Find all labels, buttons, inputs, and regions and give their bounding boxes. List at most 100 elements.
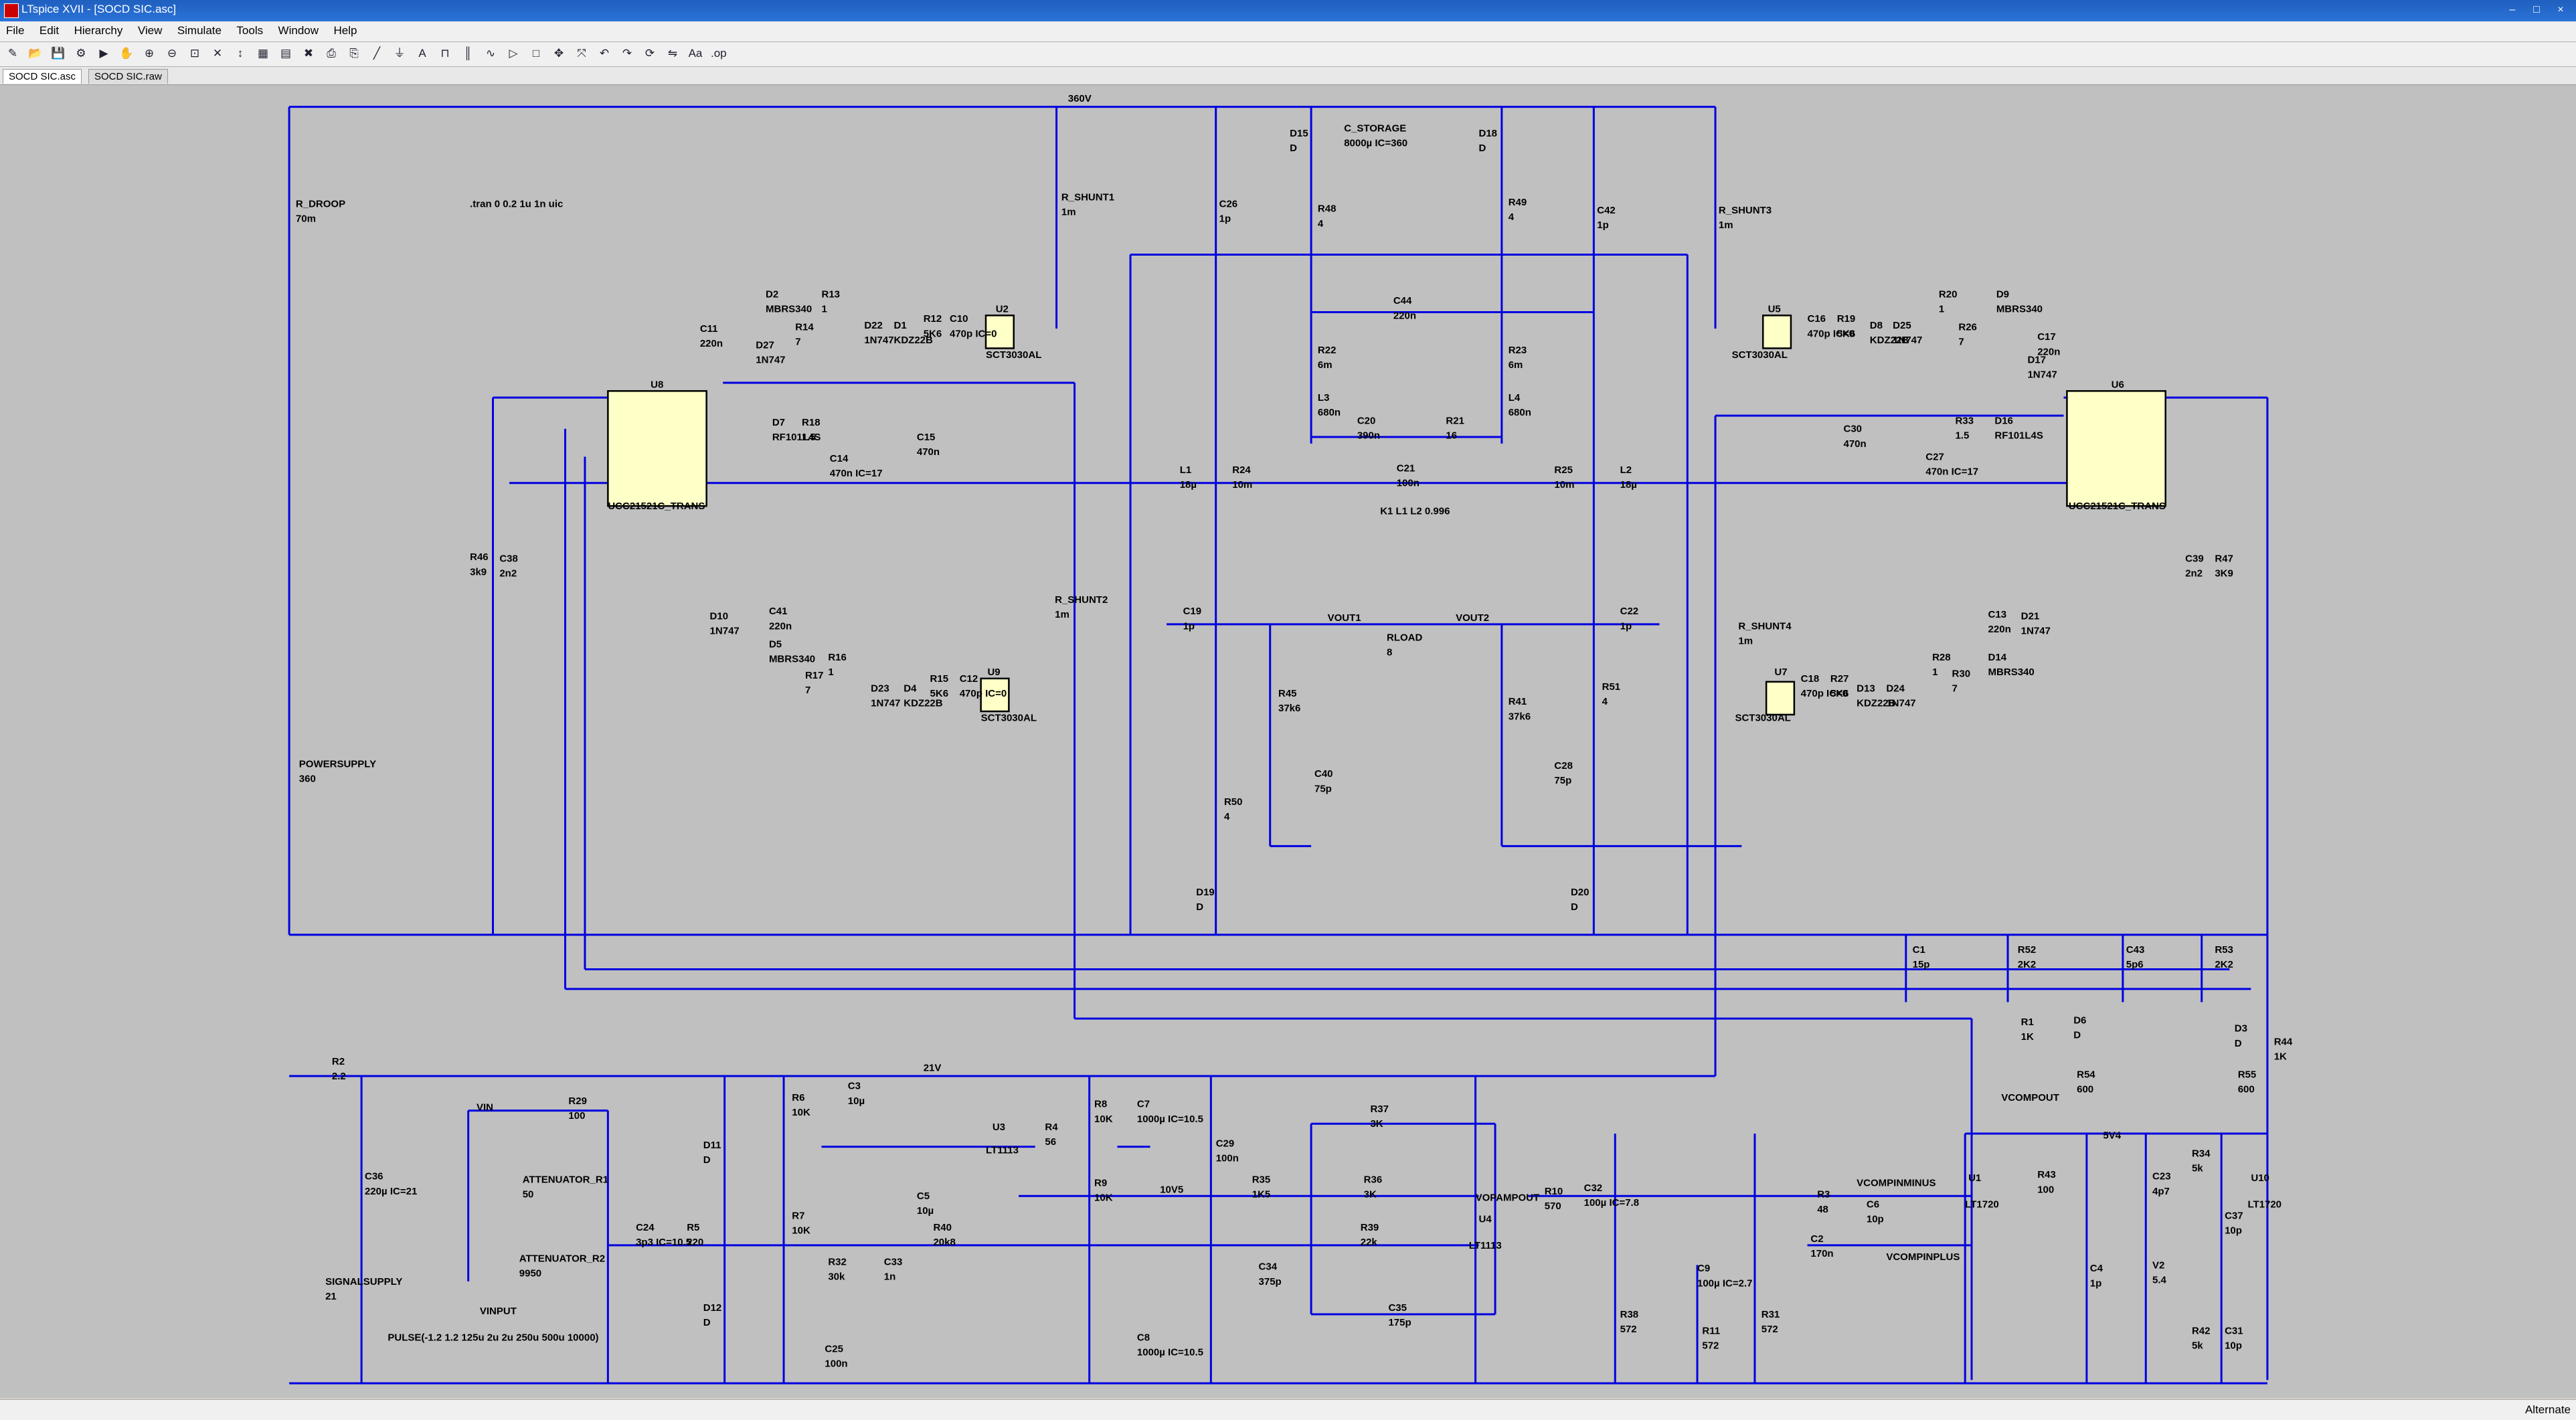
- value-c21: 100n: [1397, 478, 1420, 489]
- print-setup-icon[interactable]: ⎘: [349, 47, 359, 60]
- close-icon[interactable]: ✖: [303, 47, 314, 60]
- value-r22: 6m: [1318, 359, 1333, 371]
- net-label-vcompinplus: VCOMPINPLUS: [1886, 1251, 1960, 1263]
- value-c7: 1000µ IC=10.5: [1137, 1114, 1203, 1125]
- new-schematic-icon[interactable]: ✎: [7, 47, 18, 60]
- move-icon[interactable]: ✥: [553, 47, 564, 60]
- tab-waveform[interactable]: SOCD SIC.raw: [88, 69, 168, 84]
- schematic-drawing[interactable]: R_DROOP70mR_SHUNT11mR_SHUNT21mR_SHUNT31m…: [0, 85, 2576, 1398]
- tab-schematic[interactable]: SOCD SIC.asc: [3, 69, 82, 84]
- value-rload: 8: [1387, 647, 1392, 658]
- menu-hierarchy[interactable]: Hierarchy: [74, 24, 123, 37]
- open-icon[interactable]: 📂: [28, 47, 43, 60]
- undo-icon[interactable]: ↶: [599, 47, 610, 60]
- close-button[interactable]: ×: [2557, 4, 2564, 15]
- ref-r_shunt3: R_SHUNT3: [1719, 205, 1772, 216]
- value-r11: 572: [1702, 1340, 1719, 1352]
- ref-d21: D21: [2021, 611, 2040, 622]
- ref-c12: C12: [960, 673, 978, 685]
- halt-icon[interactable]: ✋: [119, 47, 134, 60]
- menu-file[interactable]: File: [6, 24, 25, 37]
- value-u6: UCC21521C_TRANS: [2069, 501, 2166, 512]
- ref-r27: R27: [1830, 673, 1849, 685]
- ref-c41: C41: [769, 606, 788, 617]
- ic-u7[interactable]: [1765, 681, 1796, 716]
- ref-c15: C15: [917, 432, 936, 443]
- net-label-vcompinminus: VCOMPINMINUS: [1857, 1178, 1936, 1189]
- ref-c40: C40: [1314, 768, 1333, 780]
- value-r7: 10K: [792, 1225, 810, 1237]
- ic-u8[interactable]: [607, 390, 707, 507]
- value-r1: 1K: [2021, 1031, 2034, 1043]
- ic-u2[interactable]: [984, 315, 1015, 349]
- rotate-icon[interactable]: ⟳: [645, 47, 655, 60]
- menu-tools[interactable]: Tools: [236, 24, 264, 37]
- menu-window[interactable]: Window: [278, 24, 319, 37]
- zoom-in-icon[interactable]: ⊕: [144, 47, 155, 60]
- value-r_shunt1: 1m: [1061, 207, 1076, 218]
- control-panel-icon[interactable]: ⚙: [76, 47, 86, 60]
- value-r30: 7: [1952, 683, 1958, 695]
- autorange-icon[interactable]: ↕: [237, 47, 244, 60]
- ic-u6[interactable]: [2066, 390, 2166, 507]
- ref-r39: R39: [1361, 1222, 1379, 1233]
- value-r23: 6m: [1509, 359, 1523, 371]
- zoom-out-icon[interactable]: ⊖: [167, 47, 177, 60]
- label-icon[interactable]: A: [418, 47, 426, 60]
- ref-c24: C24: [636, 1222, 655, 1233]
- value-c30: 470n: [1844, 438, 1867, 450]
- save-icon[interactable]: 💾: [51, 47, 66, 60]
- value-r15: 5K6: [930, 688, 949, 699]
- menu-view[interactable]: View: [137, 24, 163, 37]
- value-c42: 1p: [1597, 219, 1609, 231]
- ground-icon[interactable]: ⏚: [394, 47, 406, 60]
- cancel-icon[interactable]: ✕: [212, 47, 223, 60]
- value-r2: 2.2: [332, 1071, 346, 1082]
- cascade-icon[interactable]: ▤: [280, 47, 292, 60]
- value-d27: 1N747: [756, 355, 785, 366]
- ref-d24: D24: [1886, 683, 1905, 695]
- tile-icon[interactable]: ▦: [257, 47, 269, 60]
- diode-icon[interactable]: ▷: [509, 47, 518, 60]
- ref-r51: R51: [1602, 681, 1621, 693]
- redo-icon[interactable]: ↷: [622, 47, 632, 60]
- ref-r50: R50: [1224, 796, 1243, 808]
- value-c32: 100µ IC=7.8: [1584, 1197, 1639, 1209]
- drag-icon[interactable]: ⤧: [577, 47, 586, 60]
- value-d9: MBRS340: [1996, 303, 2043, 315]
- menu-edit[interactable]: Edit: [39, 24, 60, 37]
- ref-r15: R15: [930, 673, 949, 685]
- ref-r13: R13: [822, 288, 841, 300]
- ref-c35: C35: [1388, 1302, 1407, 1314]
- print-icon[interactable]: ⎙: [327, 47, 336, 60]
- value-r19: 5K6: [1837, 328, 1856, 339]
- menu-help[interactable]: Help: [333, 24, 357, 37]
- ref-r41: R41: [1509, 696, 1527, 707]
- capacitor-icon[interactable]: ║: [463, 47, 473, 60]
- ic-u9[interactable]: [980, 677, 1010, 713]
- resistor-icon[interactable]: ⊓: [440, 47, 450, 60]
- value-r52: 2K2: [2018, 959, 2037, 970]
- text-icon[interactable]: Aa: [688, 47, 703, 60]
- run-icon[interactable]: ▶: [99, 47, 108, 60]
- menu-simulate[interactable]: Simulate: [177, 24, 222, 37]
- value-d21: 1N747: [2021, 626, 2051, 637]
- ref-r52: R52: [2018, 944, 2037, 956]
- ic-u5[interactable]: [1762, 315, 1792, 349]
- value-u3: LT1113: [986, 1144, 1019, 1156]
- ref-d14: D14: [1988, 652, 2007, 663]
- spice-directive-icon[interactable]: .op: [711, 47, 727, 60]
- ref-attenuator_r2: ATTENUATOR_R2: [519, 1253, 605, 1264]
- value-d11: D: [703, 1154, 711, 1166]
- inductor-icon[interactable]: ∿: [485, 47, 496, 60]
- zoom-fit-icon[interactable]: ⊡: [189, 47, 200, 60]
- wire-icon[interactable]: ╱: [373, 47, 381, 60]
- value-l4: 680n: [1509, 407, 1531, 418]
- component-icon[interactable]: □: [532, 47, 540, 60]
- minimize-button[interactable]: –: [2509, 4, 2516, 15]
- ref-d6: D6: [2073, 1014, 2086, 1026]
- value-r16: 1: [828, 667, 833, 678]
- maximize-button[interactable]: □: [2533, 4, 2540, 15]
- mirror-icon[interactable]: ⇋: [667, 47, 678, 60]
